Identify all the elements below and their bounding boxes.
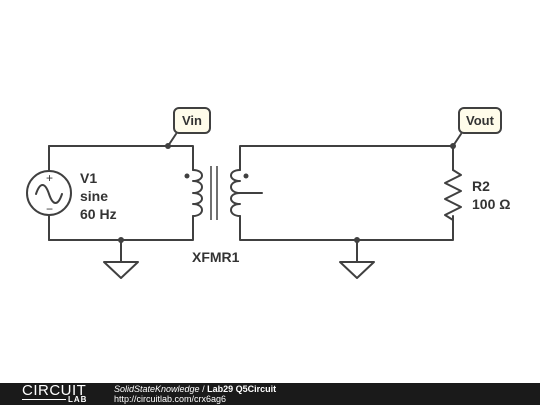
wire-primary-bottom: [48, 215, 194, 241]
wire-primary-top: [48, 145, 194, 171]
footer-separator: /: [199, 384, 208, 394]
wire-secondary-top: [239, 145, 454, 171]
logo-text-lab: LAB: [68, 395, 88, 404]
footer-url[interactable]: http://circuitlab.com/crx6ag6: [114, 394, 227, 404]
v1-name-label: V1: [80, 170, 97, 186]
probe-vin[interactable]: Vin: [165, 107, 211, 149]
source-polarity-plus: +: [46, 171, 53, 185]
r2-value-label: 100 Ω: [472, 196, 510, 212]
probe-vout[interactable]: Vout: [450, 107, 502, 149]
probe-vin-label: Vin: [182, 113, 202, 128]
r2-name-label: R2: [472, 178, 490, 194]
logo-trace-line: [22, 399, 66, 400]
wire-secondary-bottom: [239, 215, 454, 241]
v1-type-label: sine: [80, 188, 108, 204]
v1-frequency-label: 60 Hz: [80, 206, 117, 222]
ground-secondary: [339, 237, 375, 279]
footer-text: SolidStateKnowledge / Lab29 Q5Circuit ht…: [114, 384, 276, 404]
xfmr1-label: XFMR1: [192, 249, 240, 265]
source-polarity-minus: −: [46, 202, 53, 216]
footer-author[interactable]: SolidStateKnowledge: [114, 384, 200, 394]
circuitlab-logo[interactable]: CIRCUIT LAB: [16, 382, 108, 405]
footer-title[interactable]: Lab29 Q5Circuit: [207, 384, 277, 394]
circuit-schematic: + − V1 sine 60 Hz XFMR1 R2 100 Ω Vin: [26, 107, 510, 279]
transformer-xfmr1[interactable]: [184, 166, 263, 220]
logo-text-circuit: CIRCUIT: [22, 382, 87, 399]
footer-credit-line: SolidStateKnowledge / Lab29 Q5Circuit: [114, 384, 276, 394]
resistor-r2[interactable]: [444, 169, 462, 221]
footer-bar: CIRCUIT LAB SolidStateKnowledge / Lab29 …: [0, 382, 540, 405]
sine-source-v1[interactable]: + −: [26, 170, 72, 216]
ground-primary: [103, 237, 139, 279]
probe-vout-label: Vout: [466, 113, 495, 128]
